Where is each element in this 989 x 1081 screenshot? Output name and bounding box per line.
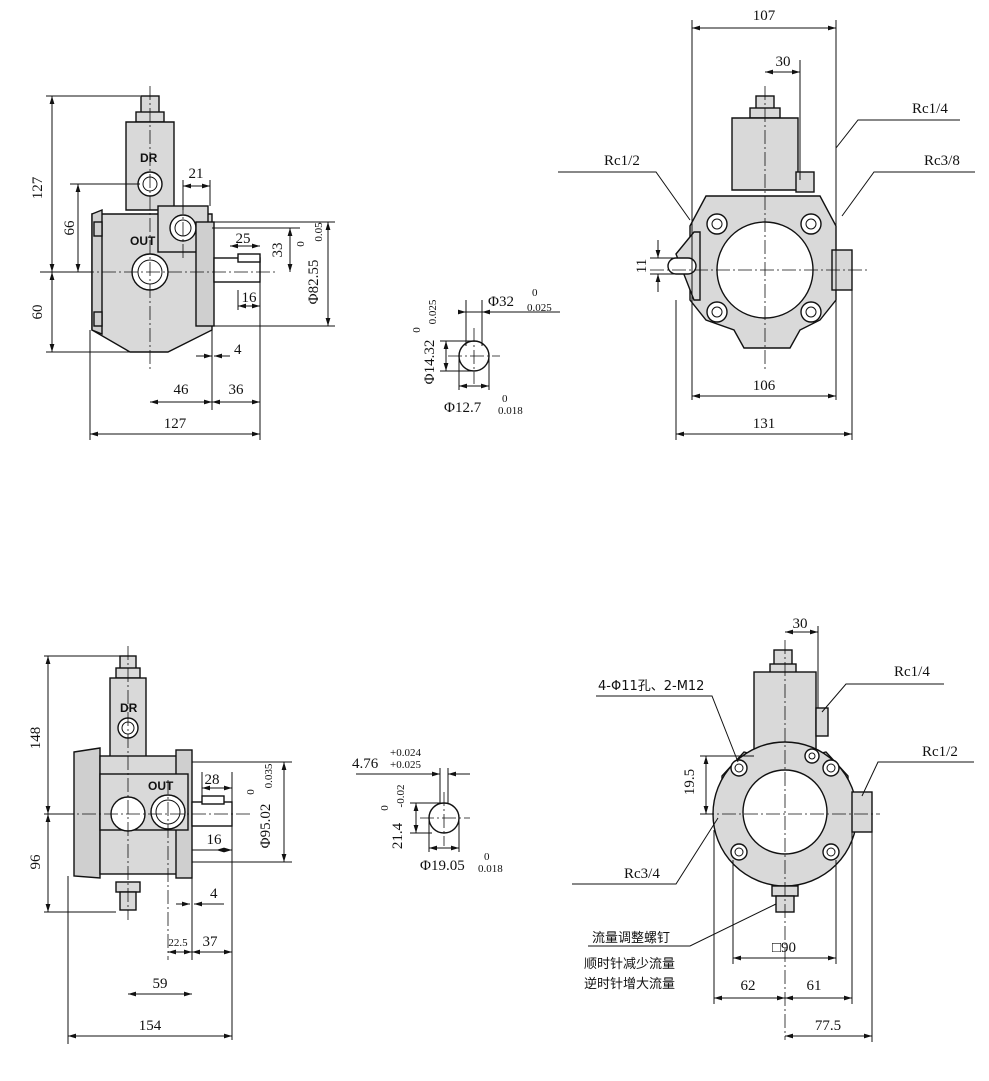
rc14-bot: Rc1/4 [894,664,930,680]
phi32-bot: 0.025 [527,302,552,314]
dim-phi95-tol-bot: 0.035 [263,763,275,788]
dim-21-4-top: 0 [379,805,391,811]
phi14-top: 0 [411,327,423,333]
dim-127-h: 127 [164,416,187,432]
rc34-bot: Rc3/4 [624,866,660,882]
dim-25: 25 [236,231,251,247]
bottom-shaft-section: 4.76 +0.024 +0.025 21.4 0 -0.02 Φ19.05 0… [352,747,503,875]
dim-33: 33 [270,243,286,258]
flow-screw-note: 流量调整螺钉 [592,931,670,946]
bottom-front-view: 30 4-Φ11孔、2-M12 19.5 Rc1/4 Rc1/2 Rc3/4 流… [572,616,974,1042]
dim-148: 148 [28,727,44,750]
dim-131: 131 [753,416,776,432]
dim-phi82-tol-bot: 0.05 [313,222,325,242]
dim-61: 61 [807,978,822,994]
dim-phi95: Φ95.02 [258,804,274,849]
dim-sq90: □90 [772,940,796,956]
phi14: Φ14.32 [422,340,438,385]
rc14-top: Rc1/4 [912,101,948,117]
dim-21-4-bot: -0.02 [395,785,407,808]
out-label-bot: OUT [148,779,174,793]
dim-16-bot: 16 [207,832,223,848]
rc12-top: Rc1/2 [604,153,640,169]
dim-106: 106 [753,378,776,394]
phi14-bot: 0.025 [427,299,439,324]
dim-66: 66 [62,220,78,236]
phi19: Φ19.05 [420,858,465,874]
dim-127-v: 127 [30,176,46,199]
dim-62: 62 [741,978,756,994]
phi19-top: 0 [484,851,490,863]
dim-4: 4 [234,342,242,358]
phi19-bot: 0.018 [478,863,503,875]
holes-note: 4-Φ11孔、2-M12 [598,679,704,694]
phi32-top: 0 [532,287,538,299]
dim-phi82: Φ82.55 [306,260,322,305]
top-front-view: 107 30 11 106 131 Rc1/4 Rc1/2 Rc3/8 [558,8,975,440]
bottom-side-view: DR OUT 148 96 28 Φ95.02 0 0 [28,646,292,1044]
dr-label-bot: DR [120,701,138,715]
rc12-bot: Rc1/2 [922,744,958,760]
dim-36: 36 [229,382,245,398]
dim-phi82-tol-top: 0 [295,241,307,247]
dim-21-4: 21.4 [390,822,406,849]
dim-59: 59 [153,976,168,992]
dim-16: 16 [242,290,258,306]
dim-4-76: 4.76 [352,756,379,772]
dim-19-5: 19.5 [682,769,698,795]
flow-note-cw: 顺时针减少流量 [584,957,675,972]
top-shaft-section: Φ32 0 0.025 Φ14.32 0 0.025 Φ12.7 0 0.018 [411,287,560,417]
dim-4-bot: 4 [210,886,218,902]
phi12-bot: 0.018 [498,405,523,417]
dim-11: 11 [634,259,650,273]
phi32: Φ32 [488,294,514,310]
out-label: OUT [130,234,156,248]
dim-4-76-top: +0.024 [390,747,421,759]
dim-77-5: 77.5 [815,1018,841,1034]
dim-37: 37 [203,934,219,950]
dim-60: 60 [30,305,46,320]
dim-107: 107 [753,8,776,24]
phi12-top: 0 [502,393,508,405]
dim-phi95-tol-top: 0 [245,789,257,795]
dim-154: 154 [139,1018,162,1034]
dim-4-76-bot: +0.025 [390,759,421,771]
dim-46: 46 [174,382,190,398]
dim-30-bot: 30 [793,616,808,632]
dr-label: DR [140,151,158,165]
rc38-top: Rc3/8 [924,153,960,169]
top-side-view: DR OUT 127 66 60 21 25 33 Φ82.55 0 [30,86,335,440]
phi12: Φ12.7 [444,400,482,416]
dim-96: 96 [28,854,44,870]
dim-30: 30 [776,54,791,70]
flow-note-ccw: 逆时针增大流量 [584,976,675,992]
dim-28: 28 [205,772,220,788]
dim-21: 21 [189,166,204,182]
dim-22-5: 22.5 [168,937,188,949]
